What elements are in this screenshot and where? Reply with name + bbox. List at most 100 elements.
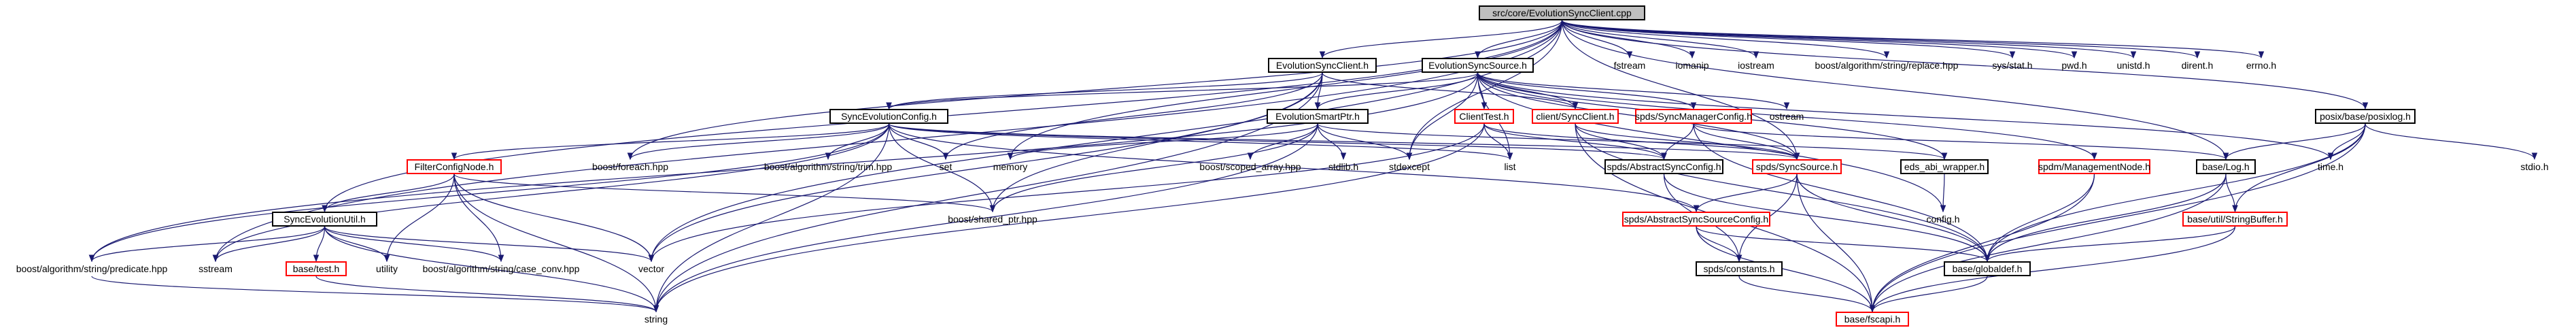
node-spds-constants-h[interactable]: spds/constants.h (1696, 261, 1783, 276)
node-label: SyncEvolutionUtil.h (284, 214, 366, 225)
node-management-node-h[interactable]: spdm/ManagementNode.h (2038, 159, 2150, 174)
edge-root-file-to-spds-sync-source-h (1561, 20, 1800, 161)
node-label: spds/AbstractSyncConfig.h (1607, 161, 1721, 172)
node-ostream[interactable]: ostream (1766, 109, 1808, 124)
node-vector[interactable]: vector (632, 261, 670, 276)
edge-evolution-smart-ptr-h-to-scoped-array-hpp (1247, 123, 1318, 161)
node-client-test-h[interactable]: ClientTest.h (1454, 109, 1514, 124)
node-base-log-h[interactable]: base/Log.h (2196, 159, 2256, 174)
node-label: ClientTest.h (1459, 111, 1509, 122)
node-shared-ptr-hpp[interactable]: boost/shared_ptr.hpp (938, 212, 1047, 227)
edge-sync-manager-config-h-to-base-globaldef-h (1693, 123, 1991, 263)
node-base-test-h[interactable]: base/test.h (286, 261, 347, 276)
node-utility[interactable]: utility (368, 261, 406, 276)
node-list[interactable]: list (1498, 159, 1522, 174)
edge-evolution-smart-ptr-h-to-stdexcept (1317, 123, 1413, 161)
node-sys-stat-h[interactable]: sys/stat.h (1989, 58, 2036, 73)
node-eds-abi-wrapper-h[interactable]: eds_abi_wrapper.h (1900, 159, 1989, 174)
edge-syncevolution-config-h-to-shared-ptr-hpp (888, 123, 996, 213)
edge-string-buffer-h-to-base-globaldef-h (1984, 226, 2236, 263)
edge-evolution-sync-client-h-to-set (942, 72, 1323, 161)
node-label: memory (993, 161, 1028, 172)
node-client-sync-client-h[interactable]: client/SyncClient.h (1532, 109, 1619, 124)
node-label: unistd.h (2116, 60, 2150, 71)
edge-syncevolution-config-h-to-spds-sync-source-h (888, 123, 1800, 161)
node-string-replace-hpp[interactable]: boost/algorithm/string/replace.hpp (1798, 58, 1975, 73)
edge-evolution-sync-source-h-to-config-h (1477, 72, 1946, 213)
node-stdlib-h[interactable]: stdlib.h (1322, 159, 1365, 174)
node-config-h[interactable]: config.h (1921, 212, 1965, 227)
edge-abstract-sync-source-config-h-to-base-fscapi-h (1696, 226, 1876, 313)
node-base-fscapi-h[interactable]: base/fscapi.h (1836, 312, 1909, 327)
node-filter-config-node-h[interactable]: FilterConfigNode.h (407, 159, 502, 174)
node-label: src/core/EvolutionSyncClient.cpp (1492, 7, 1632, 18)
edge-root-file-to-vector (648, 20, 1563, 263)
node-pwd-h[interactable]: pwd.h (2057, 58, 2092, 73)
node-spds-sync-source-h[interactable]: spds/SyncSource.h (1752, 159, 1842, 174)
node-trim-hpp[interactable]: boost/algorithm/string/trim.hpp (760, 159, 896, 174)
edge-evolution-sync-source-h-to-management-node-h (1477, 72, 2097, 161)
node-evolution-sync-source-h[interactable]: EvolutionSyncSource.h (1422, 58, 1534, 73)
edge-client-test-h-to-vector (648, 123, 1485, 263)
node-foreach-hpp[interactable]: boost/foreach.hpp (586, 159, 674, 174)
node-iomanip[interactable]: iomanip (1670, 58, 1714, 73)
edge-client-test-h-to-spds-sync-source-h (1483, 123, 1800, 161)
node-label: boost/algorithm/string/predicate.hpp (16, 263, 168, 274)
node-time-h[interactable]: time.h (2312, 159, 2350, 174)
node-unistd-h[interactable]: unistd.h (2111, 58, 2156, 73)
edge-evolution-sync-source-h-to-string-predicate-hpp (88, 72, 1479, 263)
node-stdexcept[interactable]: stdexcept (1382, 159, 1437, 174)
node-syncevolution-util-h[interactable]: SyncEvolutionUtil.h (272, 212, 377, 227)
node-evolution-sync-client-h[interactable]: EvolutionSyncClient.h (1268, 58, 1377, 73)
edge-client-sync-client-h-to-abstract-sync-config-h (1575, 123, 1667, 161)
edge-syncevolution-config-h-to-list (888, 123, 1513, 161)
node-iostream[interactable]: iostream (1734, 58, 1778, 73)
edge-management-node-h-to-base-fscapi-h (1869, 174, 2095, 313)
node-sync-manager-config-h[interactable]: spds/SyncManagerConfig.h (1635, 109, 1752, 124)
node-label: vector (638, 263, 665, 274)
edge-root-file-to-pwd-h (1561, 20, 2078, 59)
node-string-predicate-hpp[interactable]: boost/algorithm/string/predicate.hpp (14, 261, 170, 276)
edge-root-file-to-evolution-sync-source-h (1475, 20, 1563, 59)
edge-syncevolution-util-h-to-string (324, 226, 659, 313)
node-posix-log-h[interactable]: posix/base/posixlog.h (2315, 109, 2416, 124)
node-dirent-h[interactable]: dirent.h (2175, 58, 2220, 73)
node-label: iostream (1738, 60, 1774, 71)
node-label: spds/constants.h (1703, 263, 1775, 274)
node-label: SyncEvolutionConfig.h (841, 111, 937, 122)
node-set[interactable]: set (933, 159, 958, 174)
node-memory[interactable]: memory (989, 159, 1032, 174)
edge-filter-config-node-h-to-case-conv-hpp (453, 174, 504, 263)
node-label: sstream (199, 263, 233, 274)
edge-posix-log-h-to-string-buffer-h (2232, 123, 2366, 213)
edge-string-predicate-hpp-to-string (91, 276, 659, 313)
node-label: boost/scoped_array.hpp (1199, 161, 1301, 172)
node-abstract-sync-config-h[interactable]: spds/AbstractSyncConfig.h (1604, 159, 1723, 174)
node-evolution-smart-ptr-h[interactable]: EvolutionSmartPtr.h (1267, 109, 1369, 124)
node-syncevolution-config-h[interactable]: SyncEvolutionConfig.h (829, 109, 948, 124)
node-scoped-array-hpp[interactable]: boost/scoped_array.hpp (1196, 159, 1305, 174)
edge-syncevolution-util-h-to-base-test-h (313, 226, 326, 263)
edge-posix-log-h-to-base-fscapi-h (1869, 123, 2366, 313)
edge-syncevolution-config-h-to-string (653, 123, 890, 313)
edge-filter-config-node-h-to-syncevolution-util-h (322, 174, 455, 213)
node-sstream[interactable]: sstream (194, 261, 237, 276)
edge-spds-sync-source-h-to-base-fscapi-h (1796, 174, 1876, 313)
node-label: boost/shared_ptr.hpp (948, 214, 1037, 225)
node-string[interactable]: string (637, 312, 675, 327)
edge-base-log-h-to-base-fscapi-h (1869, 174, 2227, 313)
node-root-file[interactable]: src/core/EvolutionSyncClient.cpp (1479, 5, 1645, 20)
node-case-conv-hpp[interactable]: boost/algorithm/string/case_conv.hpp (423, 261, 580, 276)
node-errno-h[interactable]: errno.h (2240, 58, 2282, 73)
node-stdio-h[interactable]: stdio.h (2514, 159, 2555, 174)
node-fstream[interactable]: fstream (1609, 58, 1650, 73)
node-base-globaldef-h[interactable]: base/globaldef.h (1944, 261, 2031, 276)
node-label: stdlib.h (1328, 161, 1359, 172)
node-abstract-sync-source-config-h[interactable]: spds/AbstractSyncSourceConfig.h (1622, 212, 1770, 227)
edge-posix-log-h-to-base-log-h (2222, 123, 2366, 161)
node-string-buffer-h[interactable]: base/util/StringBuffer.h (2182, 212, 2288, 227)
edge-client-test-h-to-string (653, 123, 1485, 313)
edge-evolution-sync-source-h-to-evolution-smart-ptr-h (1314, 72, 1479, 110)
edge-evolution-sync-source-h-to-ostream (1477, 72, 1790, 110)
edge-spds-constants-h-to-base-fscapi-h (1738, 276, 1876, 313)
